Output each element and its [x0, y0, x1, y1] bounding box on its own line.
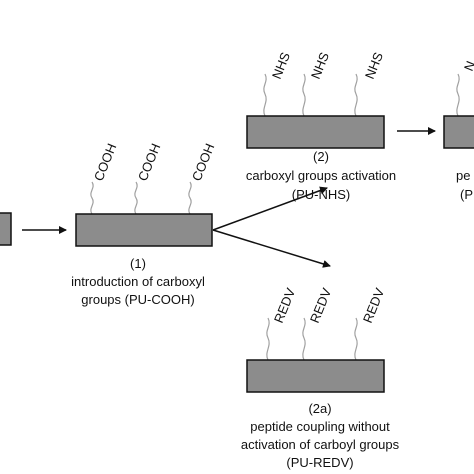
chain-2a-a — [266, 317, 270, 361]
redv-label-1: REDV — [271, 286, 299, 325]
pu-redv-bar — [246, 359, 385, 393]
pu-start-bar — [0, 212, 12, 246]
nhs-label-1: NHS — [269, 50, 293, 81]
nhs-label-3: NHS — [362, 50, 386, 81]
step2a-group: REDV REDV REDV (2a) peptide coupling wit… — [241, 286, 400, 470]
arrow-step1-to-step2 — [212, 186, 328, 231]
redv-label-2: REDV — [307, 286, 335, 325]
step2a-caption-line1: peptide coupling without — [250, 419, 390, 434]
chain-3a — [456, 73, 460, 117]
cooh-label-1: COOH — [91, 141, 120, 183]
chain-1b — [134, 181, 138, 215]
step1-caption-line1: introduction of carboxyl — [71, 274, 205, 289]
step3-caption-line2: (P — [460, 187, 473, 202]
step3-group-label: N — [461, 59, 474, 73]
nhs-label-2: NHS — [308, 50, 332, 81]
cooh-label-3: COOH — [189, 141, 218, 183]
step2-group: NHS NHS NHS (2) carboxyl groups activati… — [246, 50, 396, 202]
step1-group: COOH COOH COOH (1) introduction of carbo… — [71, 141, 217, 307]
step3-caption-line1: pe — [456, 168, 470, 183]
pu-nhs-bar — [246, 115, 385, 149]
chain-2c — [354, 73, 358, 117]
step2-number: (2) — [313, 149, 329, 164]
chain-2a-c — [354, 317, 358, 361]
pu-cooh-bar — [75, 213, 213, 247]
step1-caption-line2: groups (PU-COOH) — [81, 292, 194, 307]
chain-1c — [188, 181, 192, 215]
step1-number: (1) — [130, 256, 146, 271]
step2a-number: (2a) — [308, 401, 331, 416]
chain-2b — [302, 73, 306, 117]
chain-2a-b — [302, 317, 306, 361]
step3-partial-group: N pe (P — [443, 59, 474, 202]
chain-1a — [90, 181, 94, 215]
step3-bar — [443, 115, 474, 149]
step2-caption-line2: (PU-NHS) — [292, 187, 351, 202]
redv-label-3: REDV — [360, 286, 388, 325]
chain-2a — [263, 73, 267, 117]
step2a-caption-line3: (PU-REDV) — [286, 455, 353, 470]
cooh-label-2: COOH — [135, 141, 164, 183]
step2-caption-line1: carboxyl groups activation — [246, 168, 396, 183]
arrow-step1-to-step2a — [212, 229, 331, 268]
step2a-caption-line2: activation of carboyl groups — [241, 437, 400, 452]
